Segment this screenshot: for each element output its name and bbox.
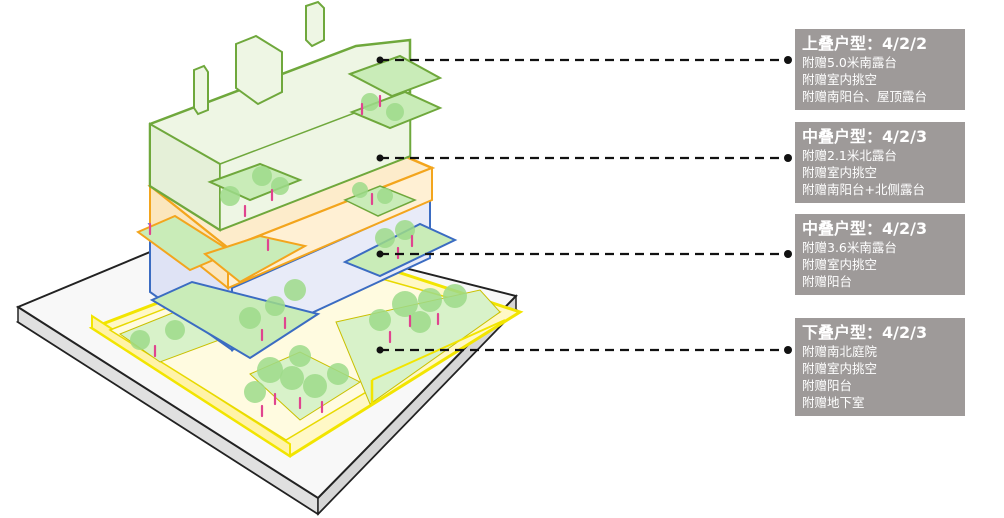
leader-dot <box>784 154 792 162</box>
leader-dot <box>784 250 792 258</box>
unit-feature: 附赠室内挑空 <box>802 257 878 272</box>
unit-label-lower-middle: 中叠户型：4/2/3 附赠3.6米南露台 附赠室内挑空 附赠阳台 <box>795 214 965 295</box>
unit-feature: 附赠3.6米南露台 <box>802 240 897 255</box>
greenery <box>130 93 467 403</box>
people-figures <box>148 94 440 418</box>
unit-feature: 附赠南北庭院 <box>802 344 878 359</box>
unit-feature: 附赠南阳台、屋顶露台 <box>802 89 928 104</box>
unit-title: 中叠户型：4/2/3 <box>802 219 928 238</box>
leader-lines <box>376 56 792 354</box>
unit-title: 中叠户型：4/2/3 <box>802 127 928 146</box>
unit-feature: 附赠室内挑空 <box>802 72 878 87</box>
leader-dot <box>376 250 384 258</box>
unit-label-top: 上叠户型：4/2/2 附赠5.0米南露台 附赠室内挑空 附赠南阳台、屋顶露台 <box>795 29 965 110</box>
unit-feature: 附赠阳台 <box>802 274 853 289</box>
leader-dot <box>376 56 384 64</box>
unit-feature: 附赠地下室 <box>802 395 865 410</box>
unit-feature: 附赠阳台 <box>802 378 853 393</box>
unit-feature: 附赠室内挑空 <box>802 165 878 180</box>
unit-feature: 附赠5.0米南露台 <box>802 55 897 70</box>
unit-label-ground: 下叠户型：4/2/3 附赠南北庭院 附赠室内挑空 附赠阳台 附赠地下室 <box>795 318 965 416</box>
leader-dot <box>376 346 384 354</box>
leader-dot <box>376 154 384 162</box>
unit-label-upper-middle: 中叠户型：4/2/3 附赠2.1米北露台 附赠室内挑空 附赠南阳台+北侧露台 <box>795 122 965 203</box>
unit-title: 上叠户型：4/2/2 <box>802 34 928 53</box>
leader-dot <box>784 346 792 354</box>
top-unit <box>148 0 443 232</box>
unit-title: 下叠户型：4/2/3 <box>802 323 928 342</box>
unit-feature: 附赠2.1米北露台 <box>802 148 897 163</box>
unit-feature: 附赠室内挑空 <box>802 361 878 376</box>
unit-feature: 附赠南阳台+北侧露台 <box>802 182 925 197</box>
leader-dot <box>784 56 792 64</box>
